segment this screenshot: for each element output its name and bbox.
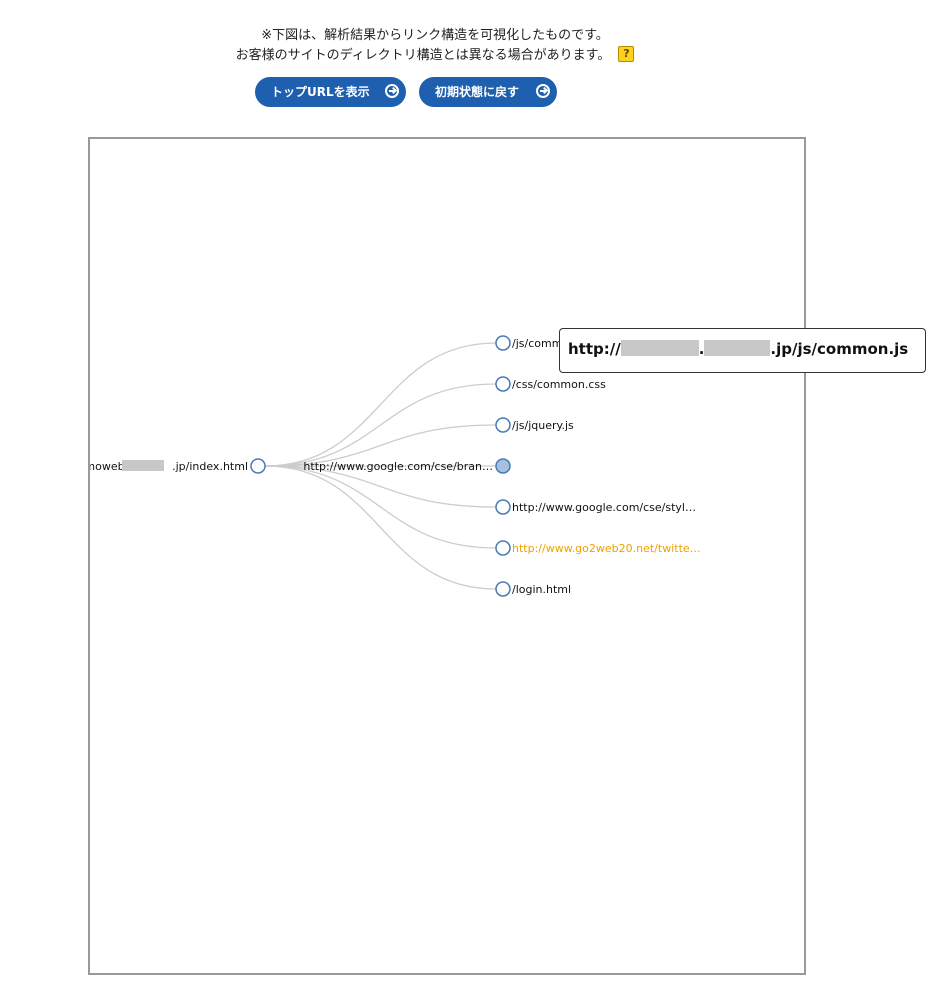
tooltip-suffix: .jp/js/common.js [770, 340, 909, 358]
tree-node-child[interactable] [495, 540, 511, 556]
notice-line-2: お客様のサイトのディレクトリ構造とは異なる場合があります。? [0, 46, 870, 66]
tree-node-child[interactable] [495, 458, 511, 474]
arrow-right-circle-icon [385, 84, 399, 98]
reset-view-label: 初期状態に戻す [435, 85, 520, 99]
tree-node-root[interactable] [250, 458, 266, 474]
child-node-label: /js/jquery.js [512, 419, 574, 432]
redacted-block [704, 340, 771, 356]
redacted-block [122, 460, 164, 471]
tree-node-child[interactable] [495, 417, 511, 433]
redacted-block [620, 340, 699, 356]
tree-link [264, 465, 497, 549]
selected-node-label: http://www.google.com/cse/bran… [303, 460, 493, 473]
reset-view-button[interactable]: 初期状態に戻す [419, 77, 557, 107]
link-tree-canvas[interactable]: emoweb..jp/index.html http://www.google.c… [88, 137, 806, 975]
tree-node-child[interactable] [495, 376, 511, 392]
tooltip-dot: . [698, 340, 705, 358]
tree-nodes: emoweb..jp/index.html http://www.google.c… [90, 335, 701, 597]
help-icon[interactable]: ? [618, 46, 635, 62]
link-tree-diagram: emoweb..jp/index.html http://www.google.c… [90, 335, 701, 597]
tree-link [264, 424, 497, 467]
tree-link [264, 465, 497, 508]
tooltip-prefix: http:// [568, 340, 621, 358]
child-node-label: http://www.go2web20.net/twitte… [512, 542, 701, 555]
tree-node-child[interactable] [495, 581, 511, 597]
show-top-url-button[interactable]: トップURLを表示 [255, 77, 406, 107]
url-tooltip: http://. .jp/js/common.js [559, 328, 926, 373]
child-node-label: /js/comm [512, 337, 562, 350]
tree-node-child[interactable] [495, 335, 511, 351]
tree-link [264, 383, 497, 467]
notice-line-2-text: お客様のサイトのディレクトリ構造とは異なる場合があります。 [235, 48, 611, 63]
child-node-label: http://www.google.com/cse/styl… [512, 501, 696, 514]
notice-line-1: ※下図は、解析結果からリンク構造を可視化したものです。 [261, 28, 609, 43]
tree-link [264, 465, 497, 590]
child-node-label: /css/common.css [512, 378, 606, 391]
root-node-label: emoweb..jp/index.html [90, 460, 248, 473]
child-node-label: /login.html [512, 583, 571, 596]
show-top-url-label: トップURLを表示 [271, 85, 370, 99]
notice-text: ※下図は、解析結果からリンク構造を可視化したものです。 お客様のサイトのディレク… [0, 26, 870, 66]
tree-links [264, 342, 497, 590]
tree-node-child[interactable] [495, 499, 511, 515]
tree-link [264, 342, 497, 467]
arrow-right-circle-icon [536, 84, 550, 98]
